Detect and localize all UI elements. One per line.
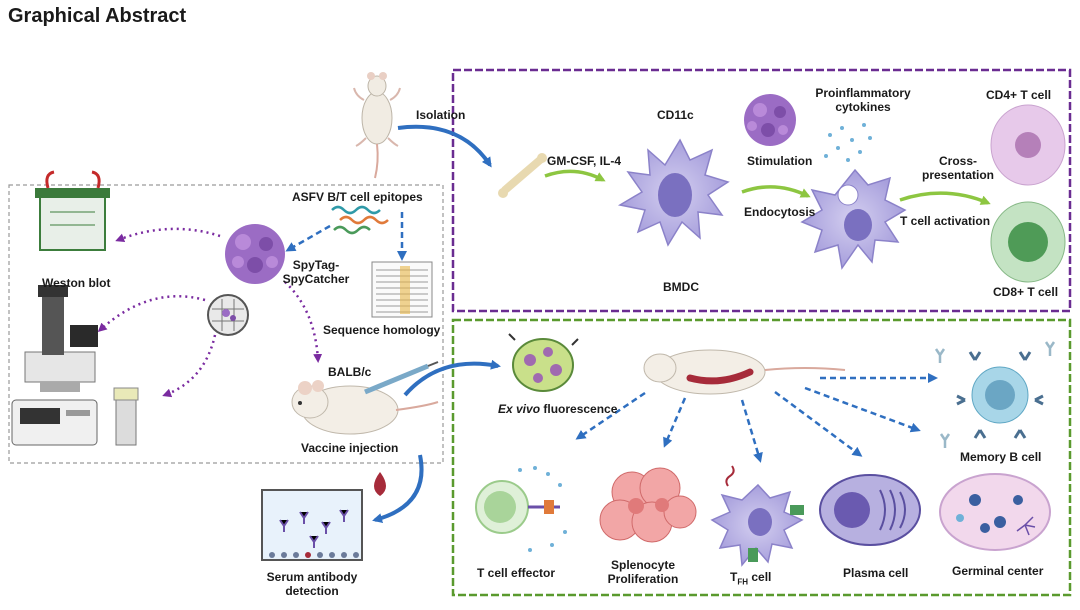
gmcsf-arrow: [544, 169, 606, 182]
tcell-effector-icon: [475, 466, 567, 552]
tfh-sub: FH: [737, 577, 749, 587]
donor-mouse-icon: [353, 72, 401, 179]
to-germinal-arrow: [804, 386, 921, 433]
to-mouse-arrow: [284, 281, 323, 363]
to-spectrometer-arrow: [162, 334, 217, 398]
plasma-cell-label: Plasma cell: [843, 566, 909, 580]
to-plasma-arrow: [774, 390, 863, 457]
stimulation-label: Stimulation: [747, 154, 813, 168]
lymph-node-icon: [508, 333, 579, 392]
stimulation-antigen-icon: [744, 94, 796, 146]
western-blot-label: Weston blot: [42, 276, 111, 290]
spytag-label: SpyTag- SpyCatcher: [272, 258, 360, 286]
tfh-cell-icon: [710, 465, 804, 567]
splenocyte-cluster-icon: [599, 467, 697, 543]
page-title: Graphical Abstract: [8, 5, 187, 27]
electron-microscope-icon: [24, 285, 98, 392]
to-serum-arrow: [372, 454, 424, 523]
homology-label: Sequence homology: [323, 323, 441, 337]
memory-b-label: Memory B cell: [960, 450, 1042, 464]
serum-line1: Serum antibody: [266, 570, 358, 584]
tfh-label: TFH cell: [730, 570, 771, 589]
to-exvivo-arrow: [403, 359, 501, 397]
exvivo-label: Ex vivo fluorescence: [498, 402, 617, 416]
spy-line2: SpyCatcher: [282, 272, 350, 286]
to-splenocyte-arrow: [663, 397, 687, 448]
spleno-line2: Proliferation: [607, 572, 679, 586]
syringe-icon: [364, 361, 439, 395]
cytokine-dots: [824, 123, 872, 162]
to-tfh-arrow: [740, 399, 763, 463]
immune-panel-border: [451, 318, 1072, 597]
cross-line1: Cross-: [938, 154, 977, 168]
cytokines-line2: cytokines: [835, 100, 891, 114]
blood-drop-icon: [374, 472, 386, 496]
serum-label: Serum antibody detection: [252, 570, 372, 598]
epitope-to-particle-arrow: [285, 224, 331, 252]
bmdc-cell-icon: [617, 138, 730, 247]
exvivo-italic: Ex vivo: [498, 402, 541, 416]
immunized-mouse-icon: [643, 349, 846, 395]
tfh-t: T: [730, 570, 738, 584]
tfh-rest: cell: [748, 570, 772, 584]
balbc-mouse-icon: [291, 380, 439, 435]
cytokines-label: Proinflammatory cytokines: [808, 86, 918, 114]
elisa-well-icon: [261, 489, 363, 561]
tcell-activation-label: T cell activation: [900, 214, 991, 228]
cross-presentation-arrow: [899, 191, 991, 205]
isolation-label: Isolation: [416, 108, 466, 122]
bone-icon: [498, 153, 547, 198]
experiment-panel-border: [8, 184, 444, 464]
exvivo-rest: fluorescence: [540, 402, 618, 416]
gmcsf-label: GM-CSF, IL-4: [547, 154, 621, 168]
spectrophotometer-icon: [11, 399, 98, 446]
cd11c-label: CD11c: [657, 108, 694, 122]
cd8-tcell-icon: [990, 201, 1066, 283]
to-microscope-arrow: [97, 295, 206, 333]
tem-grid-icon: [207, 294, 249, 336]
germinal-center-icon: [939, 473, 1051, 551]
spy-line1: SpyTag-: [292, 258, 340, 272]
splenocyte-label: Splenocyte Proliferation: [598, 558, 688, 586]
cd4-tcell-icon: [990, 104, 1066, 186]
epitope-sequence-icon: [331, 205, 389, 235]
spycatcher-particle-icon: [225, 224, 285, 284]
cuvette-icon: [113, 387, 139, 446]
cross-presentation-label: Cross- presentation: [918, 154, 998, 182]
cd8-label: CD8+ T cell: [993, 285, 1059, 299]
cd4-label: CD4+ T cell: [986, 88, 1052, 102]
epitopes-label: ASFV B/T cell epitopes: [292, 190, 423, 204]
to-effector-arrow: [575, 391, 646, 440]
to-western-arrow: [115, 227, 221, 243]
serum-line2: detection: [285, 584, 339, 598]
cytokines-line1: Proinflammatory: [815, 86, 911, 100]
sequence-alignment-icon: [371, 261, 433, 318]
spleno-line1: Splenocyte: [610, 558, 676, 572]
dc-panel-border: [451, 68, 1072, 313]
tcell-effector-label: T cell effector: [477, 566, 556, 580]
balbc-label: BALB/c: [328, 365, 372, 379]
endocytosis-arrow: [741, 185, 811, 198]
bmdc-label: BMDC: [663, 280, 699, 294]
memory-bcell-icon: [934, 341, 1056, 448]
western-blot-apparatus-icon: [35, 170, 110, 251]
endocytosis-label: Endocytosis: [744, 205, 816, 219]
cross-line2: presentation: [921, 168, 994, 182]
vaccine-injection-label: Vaccine injection: [301, 441, 399, 455]
isolation-arrow: [397, 124, 492, 168]
plasma-cell-icon: [819, 474, 921, 546]
mature-dc-icon: [800, 168, 907, 270]
germinal-center-label: Germinal center: [952, 564, 1044, 578]
